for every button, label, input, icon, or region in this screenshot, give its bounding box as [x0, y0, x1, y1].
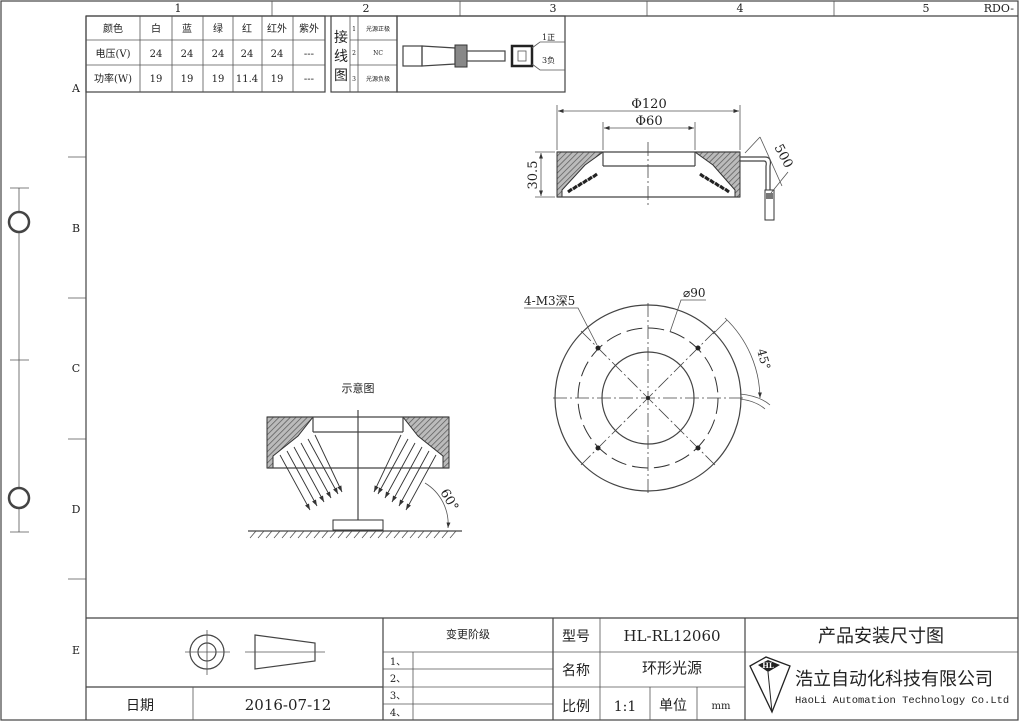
spec-header: 白 — [151, 22, 161, 35]
row-label-b: B — [72, 222, 80, 235]
unit-label: 单位 — [659, 698, 687, 714]
row-label-a: A — [71, 82, 81, 95]
spec-header: 红外 — [267, 22, 287, 35]
column-label-2: 2 — [363, 2, 370, 15]
logo-text: HL — [762, 661, 774, 670]
spec-cell: 19 — [271, 74, 284, 85]
pin-label: 光源正极 — [366, 25, 390, 33]
pin-number: 3 — [352, 76, 356, 83]
spec-cell: 电压(V) — [95, 47, 130, 60]
company-name-en: HaoLi Automation Technology Co.Ltd — [795, 695, 1009, 707]
column-label-1: 1 — [175, 2, 182, 15]
mounting-hole — [695, 345, 701, 351]
name-label: 名称 — [562, 663, 590, 679]
spec-cell: 24 — [181, 49, 194, 60]
company-logo: HL — [749, 656, 791, 714]
spec-cell: 24 — [212, 49, 225, 60]
scale-value: 1:1 — [614, 699, 637, 715]
angle-dimension: 45° — [754, 347, 773, 371]
row-label-e: E — [72, 644, 80, 657]
unit-value: mm — [712, 701, 731, 712]
connector-illustration: 1正 3负 — [396, 15, 566, 93]
spec-cell: 24 — [271, 49, 284, 60]
row-label-d: D — [72, 503, 81, 516]
mounting-holes-label: 4-M3深5 — [524, 294, 575, 308]
model-value: HL-RL12060 — [623, 627, 720, 645]
company-name-cn: 浩立自动化科技有限公司 — [795, 669, 993, 690]
target-object — [332, 519, 384, 531]
date-label: 日期 — [126, 698, 154, 714]
spec-cell: 功率(W) — [94, 72, 132, 85]
light-rays — [279, 434, 437, 511]
spec-cell: --- — [304, 49, 314, 60]
spec-cell: 11.4 — [236, 74, 258, 85]
document-code: RDO- — [984, 2, 1015, 15]
spec-header: 绿 — [213, 22, 223, 35]
change-row: 3、 — [390, 691, 406, 702]
change-row: 1、 — [390, 657, 406, 668]
spec-cell: 19 — [150, 74, 163, 85]
hole-circle-dimension: ⌀90 — [683, 286, 706, 300]
spec-cell: 19 — [181, 74, 194, 85]
change-row: 2、 — [390, 674, 406, 685]
binding-hole-icon — [7, 210, 31, 234]
mounting-hole — [595, 445, 601, 451]
column-label-5: 5 — [923, 2, 930, 15]
drawing-frame — [68, 1, 1018, 720]
light-angle-dimension: 60° — [437, 487, 462, 514]
spec-cell: --- — [304, 74, 314, 85]
top-view: 4-M3深5 ⌀90 45° — [524, 286, 773, 493]
spec-cell: 24 — [241, 49, 254, 60]
pin-negative-label: 3负 — [542, 55, 555, 65]
column-label-4: 4 — [737, 2, 744, 15]
change-row: 4、 — [390, 708, 406, 719]
front-view: Φ120 Φ60 30.5 500 — [526, 97, 796, 221]
spec-table: 颜色 白 蓝 绿 红 红外 紫外 电压(V) 24 24 24 24 24 --… — [85, 15, 326, 93]
wiring-table: 接 线 图 1 2 3 光源正极 NC 光源负极 — [330, 15, 398, 93]
drawing-title: 产品安装尺寸图 — [818, 626, 944, 647]
inner-diameter-dimension: Φ60 — [635, 114, 662, 129]
wiring-title: 图 — [334, 68, 348, 84]
date-value: 2016-07-12 — [245, 696, 331, 714]
schematic-view: 示意图 60° — [248, 381, 462, 539]
spec-header: 颜色 — [103, 22, 123, 35]
pin-number: 2 — [352, 50, 356, 57]
spec-header: 红 — [242, 22, 252, 35]
spec-cell: 24 — [150, 49, 163, 60]
change-header: 变更阶级 — [446, 627, 490, 641]
projection-symbol-icon — [185, 630, 325, 675]
pin-positive-label: 1正 — [542, 33, 555, 42]
binding-hole-icon — [7, 486, 31, 510]
wiring-title: 线 — [334, 49, 348, 65]
height-dimension: 30.5 — [526, 161, 541, 190]
outer-diameter-dimension: Φ120 — [631, 97, 666, 112]
column-label-3: 3 — [550, 2, 557, 15]
binding-marks — [7, 187, 31, 533]
mounting-hole — [695, 445, 701, 451]
spec-header: 紫外 — [299, 23, 319, 35]
name-value: 环形光源 — [642, 659, 702, 677]
spec-header: 蓝 — [182, 23, 192, 35]
pin-label: NC — [373, 50, 383, 57]
ground-hatch — [249, 530, 457, 539]
row-label-c: C — [72, 362, 80, 375]
schematic-title: 示意图 — [342, 381, 375, 395]
scale-label: 比例 — [562, 699, 590, 715]
wiring-title: 接 — [334, 29, 348, 46]
pin-number: 1 — [352, 26, 356, 33]
pin-label: 光源负极 — [366, 75, 390, 83]
mounting-hole — [595, 345, 601, 351]
model-label: 型号 — [562, 629, 590, 645]
spec-cell: 19 — [212, 74, 225, 85]
cable-length-dimension: 500 — [771, 142, 796, 171]
title-block: 日期 2016-07-12 变更阶级 1、 2、 3、 4、 型号 HL-RL1… — [86, 618, 1018, 720]
